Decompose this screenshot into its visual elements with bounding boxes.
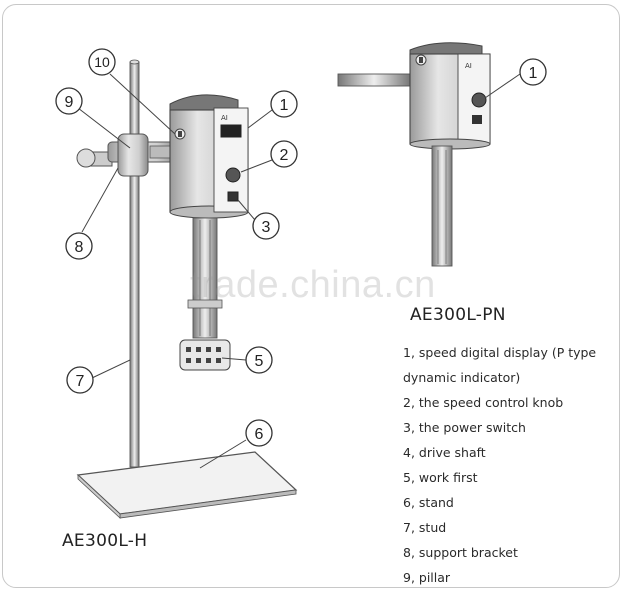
svg-text:AI: AI xyxy=(221,114,228,122)
svg-text:AI: AI xyxy=(465,62,472,70)
legend-item: dynamic indicator) xyxy=(403,370,521,385)
callout-6: 6 xyxy=(255,426,264,443)
pillar xyxy=(129,61,140,468)
callout-7: 7 xyxy=(76,373,85,390)
callout-8: 8 xyxy=(75,239,84,256)
model-label-left: AE300L-H xyxy=(62,531,148,551)
working-head xyxy=(179,339,231,371)
legend-item: 8, support bracket xyxy=(403,545,518,560)
left-homogenizer: AI xyxy=(76,59,298,519)
model-label-right: AE300L-PN xyxy=(410,305,506,325)
legend-item: 5, work first xyxy=(403,470,478,485)
legend-item: 9, pillar xyxy=(403,570,451,585)
callout-1: 1 xyxy=(280,97,289,114)
right-homogenizer: AI xyxy=(337,42,491,267)
watermark-text: trade.china.cn xyxy=(190,264,436,306)
legend-item: 6, stand xyxy=(403,495,454,510)
drive-shaft xyxy=(192,217,218,339)
legend-item: 3, the power switch xyxy=(403,420,526,435)
power-switch xyxy=(227,191,239,202)
callout-3: 3 xyxy=(262,219,271,236)
callout-right-1: 1 xyxy=(529,65,538,82)
callout-5: 5 xyxy=(255,353,264,370)
side-rod xyxy=(337,73,411,87)
callout-10: 10 xyxy=(94,54,110,70)
parts-legend: 1, speed digital display (P type dynamic… xyxy=(403,340,618,590)
legend-item: 2, the speed control knob xyxy=(403,395,564,410)
speed-display xyxy=(220,124,242,138)
legend-item: 7, stud xyxy=(403,520,447,535)
figure-frame xyxy=(2,4,620,588)
legend-item: 1, speed digital display (P type xyxy=(403,345,597,360)
callout-2: 2 xyxy=(280,147,289,164)
legend-item: 4, drive shaft xyxy=(403,445,486,460)
callout-9: 9 xyxy=(65,94,74,111)
speed-knob xyxy=(225,167,241,183)
